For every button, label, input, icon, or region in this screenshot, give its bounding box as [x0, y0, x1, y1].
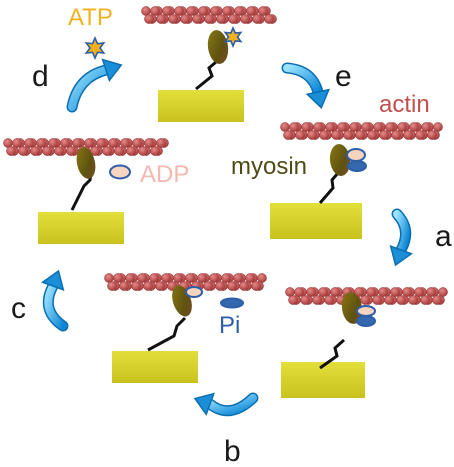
myosin-head	[329, 144, 351, 176]
adp-oval-icon	[185, 286, 203, 298]
base-block	[281, 362, 365, 398]
cycle-arrow-icon	[281, 62, 330, 109]
actin-filament	[141, 6, 277, 24]
myosin-lever-arm	[147, 316, 187, 352]
adp-oval-icon	[346, 148, 366, 162]
myosin-lever-arm	[195, 60, 217, 91]
step-a-label: a	[435, 220, 452, 253]
step-d-label: d	[32, 60, 49, 93]
myosin-label: myosin	[231, 153, 308, 180]
atp-star-icon	[84, 36, 106, 60]
step-e-label: e	[335, 60, 352, 93]
actin-filament	[104, 273, 267, 291]
state-left	[3, 138, 169, 244]
state-top	[84, 6, 277, 122]
actin-filament	[285, 287, 448, 305]
actin-filament	[280, 122, 443, 140]
cycle-arrow-icon	[66, 58, 123, 113]
base-block	[112, 351, 198, 383]
myosin-head	[207, 30, 229, 64]
adp-oval-icon	[356, 305, 376, 317]
step-b-label: b	[224, 435, 241, 467]
step-c-label: c	[11, 292, 26, 325]
myosin-lever-arm	[318, 172, 340, 204]
atp-label: ATP	[68, 4, 113, 31]
state-bottom	[104, 273, 267, 383]
base-block	[38, 212, 124, 244]
state-right-upper	[270, 122, 443, 239]
cycle-arrow-icon	[193, 392, 259, 417]
cycle-arrow-icon	[389, 208, 413, 267]
myosin-head	[76, 147, 96, 179]
base-block	[270, 203, 362, 239]
actin-label: actin	[379, 91, 430, 118]
pi-oval-icon	[347, 160, 367, 172]
adp-label: ADP	[140, 161, 190, 188]
pi-oval-icon	[356, 315, 376, 327]
pi-label: Pi	[219, 312, 241, 339]
base-block	[158, 90, 244, 122]
cycle-arrow-icon	[41, 269, 69, 332]
myosin-lever-arm	[319, 338, 345, 370]
atp-star-icon	[223, 26, 243, 48]
adp-oval-icon	[109, 164, 131, 180]
state-right-lower	[281, 287, 448, 398]
pi-oval-icon	[220, 297, 244, 309]
myosin-head	[341, 292, 363, 324]
